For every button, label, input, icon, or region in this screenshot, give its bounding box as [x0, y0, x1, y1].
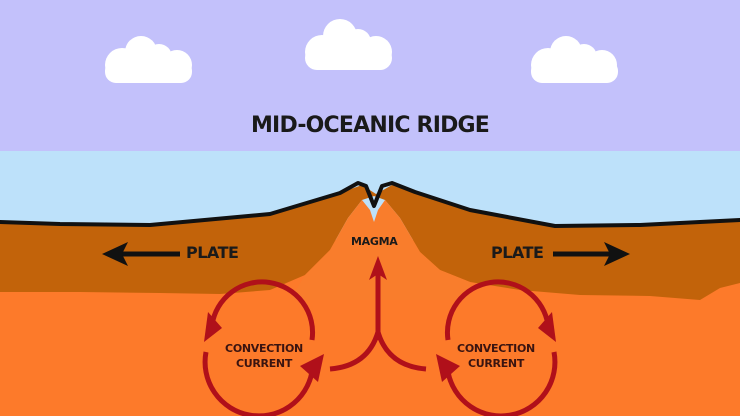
seafloor-outline	[0, 181, 740, 228]
convection-label-left: CONVECTION CURRENT	[214, 341, 314, 371]
convection-label-right: CONVECTION CURRENT	[446, 341, 546, 371]
convection-label-left-line1: CONVECTION	[225, 342, 303, 355]
convection-cell-right-icon	[436, 279, 558, 416]
diagram-title: MID-OCEANIC RIDGE	[250, 113, 490, 138]
convection-label-right-line2: CURRENT	[467, 357, 525, 370]
plate-label-right: PLATE	[491, 243, 544, 262]
magma-chamber	[290, 200, 470, 300]
cloud-icon	[105, 36, 192, 83]
convection-label-right-line1: CONVECTION	[457, 342, 535, 355]
cloud-icon	[305, 19, 392, 70]
cloud-icon	[531, 36, 618, 83]
convection-cell-left-icon	[202, 279, 324, 416]
tectonic-plate	[0, 185, 740, 300]
plate-label-left: PLATE	[186, 243, 239, 262]
magma-label: MAGMA	[351, 235, 398, 248]
plate-arrow-right-icon	[553, 242, 630, 266]
plate-arrow-left-icon	[102, 242, 180, 266]
magma-upwelling-arrow-icon	[329, 256, 427, 372]
convection-label-left-line2: CURRENT	[235, 357, 293, 370]
